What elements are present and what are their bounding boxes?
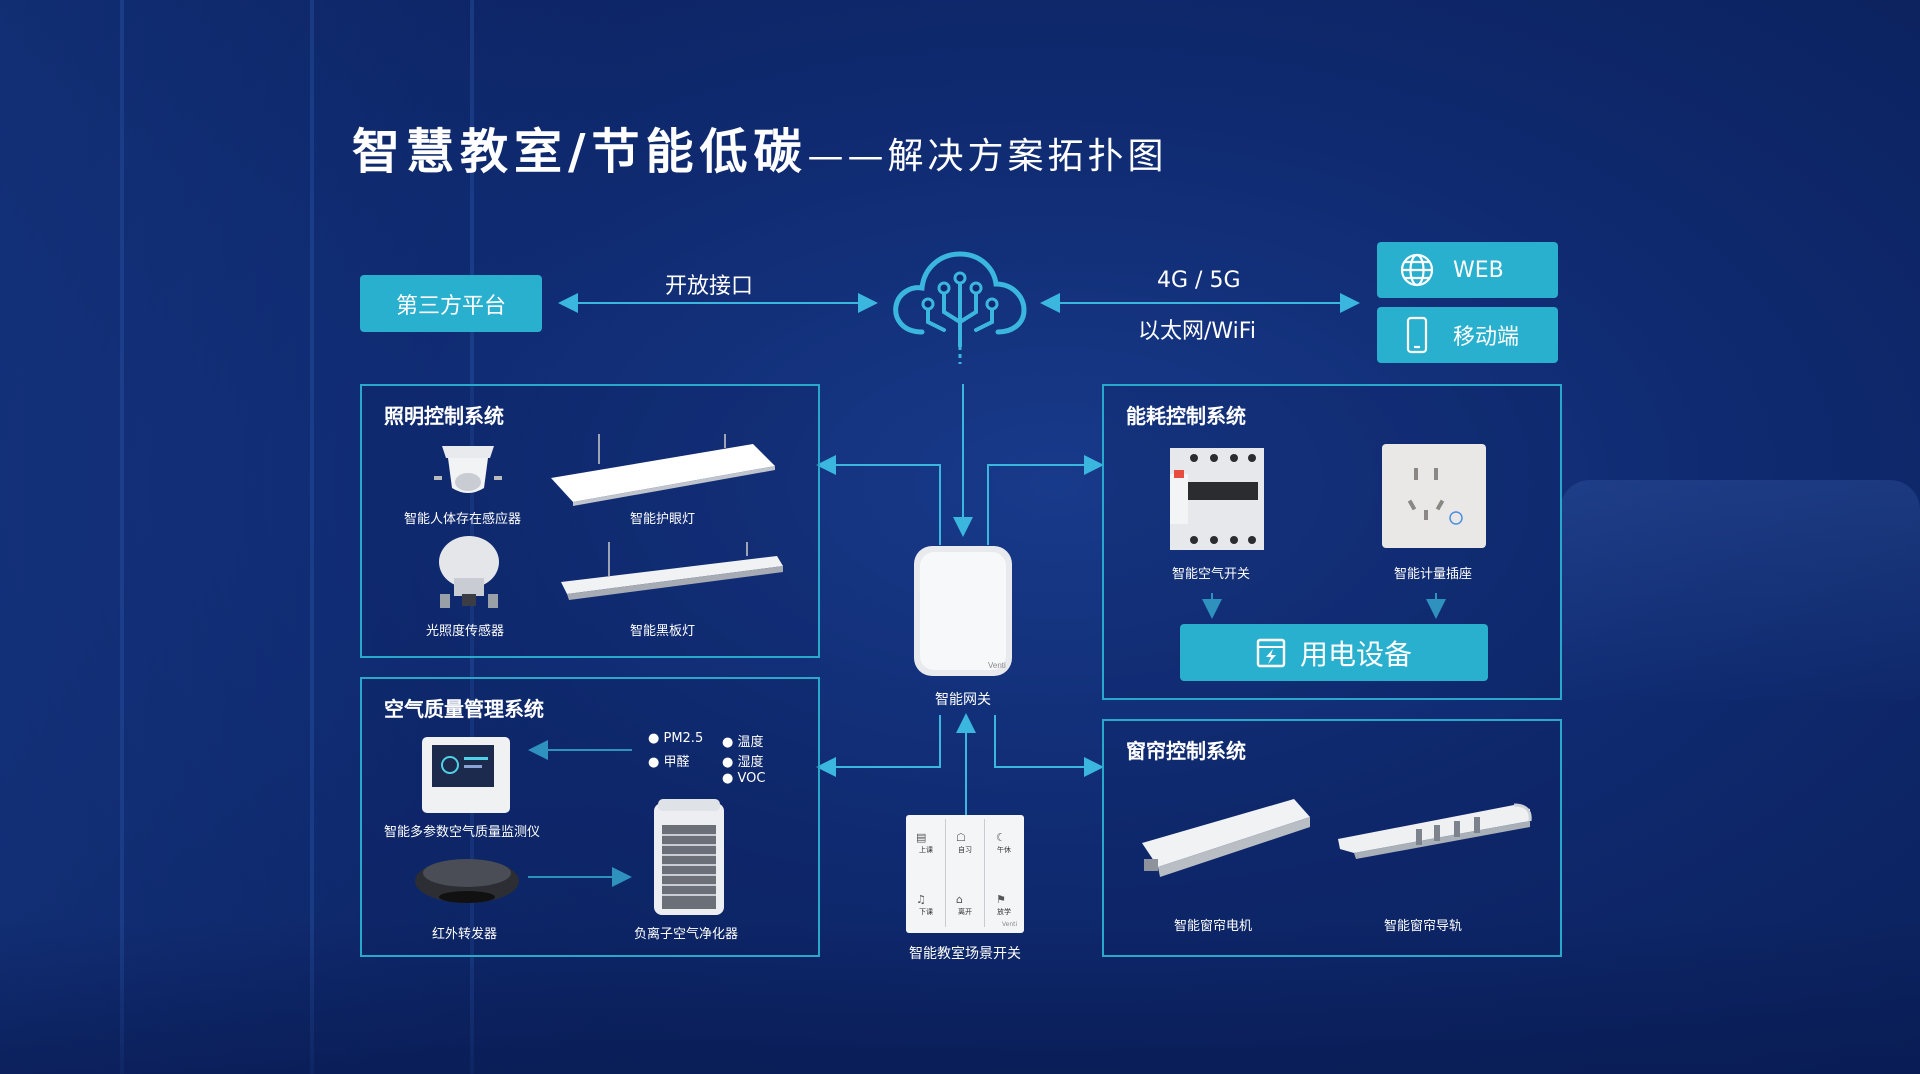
air-monitor-image bbox=[422, 737, 510, 813]
item-label: 智能多参数空气质量监测仪 bbox=[384, 825, 541, 840]
panel-title: 能耗控制系统 bbox=[1126, 404, 1246, 428]
lighting-control-panel: 照明控制系统 智能人体存在感应器 智能护眼灯 光照度传感器 智能黑板灯 bbox=[360, 384, 820, 658]
blackboard-light-image bbox=[561, 542, 783, 600]
electrical-load-label: 用电设备 bbox=[1299, 637, 1412, 671]
scene-key[interactable]: 上课 bbox=[919, 846, 933, 854]
scene-key-icon: ▤ bbox=[916, 831, 927, 844]
item-label: 智能人体存在感应器 bbox=[404, 512, 522, 527]
param-humidity: ● 湿度 bbox=[722, 755, 764, 770]
cloud-icon bbox=[893, 251, 1027, 364]
panel-title: 照明控制系统 bbox=[384, 404, 504, 428]
item-label: 智能窗帘导轨 bbox=[1384, 919, 1463, 934]
scene-key[interactable]: 下课 bbox=[919, 908, 933, 916]
scene-key-icon: ♫ bbox=[916, 893, 926, 906]
light-sensor-image bbox=[439, 536, 499, 608]
item-label: 智能窗帘电机 bbox=[1174, 919, 1253, 934]
gateway-image[interactable]: Venti bbox=[912, 544, 1014, 678]
background-pane bbox=[120, 0, 124, 1074]
curtain-track-image bbox=[1338, 803, 1532, 859]
item-label: 光照度传感器 bbox=[426, 624, 505, 639]
background-window bbox=[0, 0, 620, 1074]
background-floor bbox=[0, 920, 1920, 1074]
param-voc: ● VOC bbox=[722, 771, 766, 786]
metering-socket-image bbox=[1382, 444, 1486, 548]
scene-key[interactable]: 放学 bbox=[997, 908, 1011, 916]
electrical-load-button[interactable]: 用电设备 bbox=[1180, 624, 1488, 681]
network-4g5g-label: 4G / 5G bbox=[1157, 268, 1241, 293]
param-formaldehyde: ● 甲醛 bbox=[648, 755, 690, 770]
scene-key-icon: ☖ bbox=[956, 831, 966, 844]
scene-key-icon: ⌂ bbox=[956, 893, 963, 906]
network-ethernet-label: 以太网/WiFi bbox=[1138, 319, 1256, 344]
web-button[interactable]: WEB bbox=[1377, 242, 1558, 298]
switch-divider bbox=[984, 819, 985, 927]
title-sub: ——解决方案拓扑图 bbox=[807, 136, 1168, 177]
switch-brand: Venti bbox=[1002, 921, 1018, 928]
open-api-label: 开放接口 bbox=[665, 274, 754, 299]
scene-key[interactable]: 午休 bbox=[997, 846, 1011, 854]
globe-icon bbox=[1400, 253, 1434, 287]
ir-blaster-image bbox=[415, 859, 519, 903]
power-meter-icon bbox=[1256, 638, 1286, 667]
air-purifier-image bbox=[654, 799, 724, 915]
param-pm25: ● PM2.5 bbox=[648, 731, 704, 746]
curtain-control-panel: 窗帘控制系统 智能窗帘电机 智能窗帘导轨 bbox=[1102, 719, 1562, 957]
switch-divider bbox=[945, 819, 946, 927]
air-quality-panel: 空气质量管理系统 智能多参数空气质量监测仪 ● PM2.5 ● 甲醛 ● 温度 … bbox=[360, 677, 820, 957]
web-label: WEB bbox=[1453, 257, 1504, 283]
gateway-label: 智能网关 bbox=[935, 692, 991, 708]
gateway-brand: Venti bbox=[988, 661, 1006, 670]
scene-key[interactable]: 自习 bbox=[958, 846, 972, 854]
panel-title: 空气质量管理系统 bbox=[384, 697, 544, 721]
background-pane bbox=[310, 0, 314, 1074]
item-label: 负离子空气净化器 bbox=[634, 927, 739, 942]
phone-icon bbox=[1406, 316, 1428, 354]
item-label: 智能护眼灯 bbox=[630, 512, 696, 527]
curtain-motor-image bbox=[1142, 799, 1310, 877]
scene-key-icon: ⚑ bbox=[996, 893, 1006, 906]
item-label: 红外转发器 bbox=[432, 927, 498, 942]
mobile-label: 移动端 bbox=[1453, 325, 1520, 350]
air-switch-image bbox=[1170, 448, 1264, 550]
panel-light-image bbox=[551, 434, 775, 506]
scene-key[interactable]: 离开 bbox=[958, 908, 972, 916]
presence-sensor-image bbox=[434, 446, 502, 493]
panel-title: 窗帘控制系统 bbox=[1126, 739, 1246, 763]
background-sofa bbox=[1560, 480, 1920, 700]
scene-switch-label: 智能教室场景开关 bbox=[909, 946, 1021, 962]
item-label: 智能黑板灯 bbox=[630, 624, 696, 639]
page-title: 智慧教室/节能低碳——解决方案拓扑图 bbox=[352, 112, 1168, 182]
energy-control-panel: 能耗控制系统 智能空气开关 智能计量插座 用电设备 bbox=[1102, 384, 1562, 700]
scene-key-icon: ☾ bbox=[996, 831, 1006, 844]
title-main: 智慧教室/节能低碳 bbox=[352, 124, 808, 180]
mobile-button[interactable]: 移动端 bbox=[1377, 307, 1558, 363]
item-label: 智能计量插座 bbox=[1394, 567, 1473, 582]
third-party-platform-button[interactable]: 第三方平台 bbox=[360, 275, 542, 332]
item-label: 智能空气开关 bbox=[1172, 567, 1251, 582]
scene-switch-image[interactable]: 上课 自习 午休 下课 离开 放学 ▤ ☖ ☾ ♫ ⌂ ⚑ Venti bbox=[906, 815, 1024, 933]
param-temperature: ● 温度 bbox=[722, 735, 764, 750]
